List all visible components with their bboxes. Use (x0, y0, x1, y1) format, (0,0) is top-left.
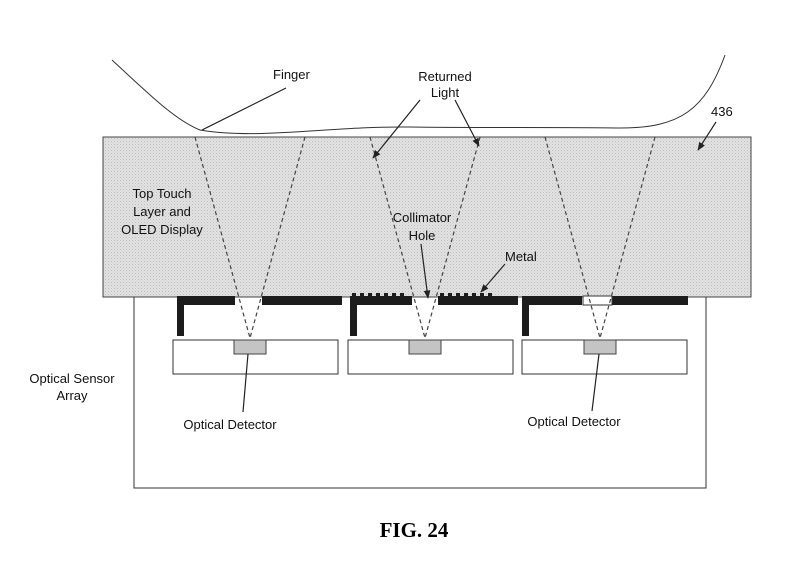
optical-detector-left (233, 339, 267, 355)
metal-arrow (480, 263, 506, 293)
optical-detector-label-left: Optical Detector (183, 417, 277, 432)
detector-right-leader (591, 353, 600, 412)
returned-light-arrow-left (372, 99, 421, 159)
collimator-hole-arrow (420, 243, 431, 299)
metal-layer (177, 293, 688, 336)
collimator-hole-label-line2: Hole (409, 228, 436, 243)
display-label-line2: Layer and (133, 204, 191, 219)
optical-detector-label-right: Optical Detector (527, 414, 621, 429)
optical-detector-right (583, 339, 617, 355)
optical-detector-middle (408, 339, 442, 355)
display-label-line1: Top Touch (132, 186, 191, 201)
display-label-line3: OLED Display (121, 222, 203, 237)
leader-lines (201, 87, 717, 413)
figure-caption: FIG. 24 (380, 518, 449, 542)
optical-sensor-array-box (133, 294, 707, 489)
returned-light-arrow-right (454, 99, 480, 147)
finger-leader (201, 87, 287, 131)
finger-label: Finger (273, 67, 311, 82)
ref-436-arrow (697, 121, 717, 151)
returned-light-label-line2: Light (431, 85, 460, 100)
metal-label: Metal (505, 249, 537, 264)
collimator-hole-label-line1: Collimator (393, 210, 452, 225)
finger-outline (111, 54, 726, 135)
sensor-array-label-line2: Array (56, 388, 88, 403)
returned-light-label-line1: Returned (418, 69, 471, 84)
oled-display-layer (102, 136, 752, 298)
sensor-array-label-line1: Optical Sensor (29, 371, 115, 386)
detector-left-leader (242, 353, 249, 413)
reference-number-436: 436 (711, 104, 733, 119)
